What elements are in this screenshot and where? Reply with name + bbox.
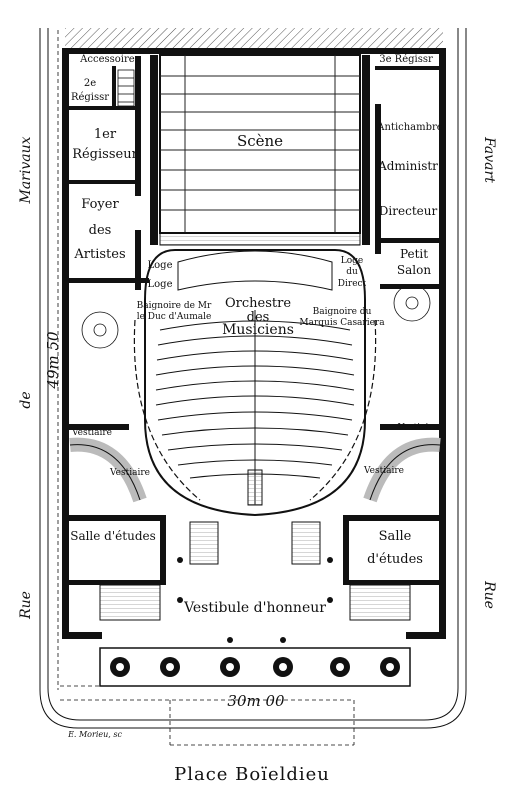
street-bottom: Place Boïeldieu bbox=[174, 764, 330, 785]
street-left-top: Marivaux bbox=[18, 136, 34, 204]
auditorium bbox=[133, 249, 377, 517]
room-vestiaire-left-2: Vestiaire bbox=[109, 468, 150, 478]
vestibule-area bbox=[99, 521, 411, 643]
engraver-credit: E. Morieu, sc bbox=[67, 730, 122, 739]
room-baignoire-duc-2: le Duc d'Aumale bbox=[137, 312, 212, 322]
room-vestibule: Vestibule d'honneur bbox=[183, 600, 326, 616]
room-antichambre: Antichambre bbox=[376, 122, 443, 133]
street-left-bottom: Rue bbox=[18, 591, 34, 620]
room-salle-etudes-right-2: d'études bbox=[367, 552, 423, 567]
street-right-top: Favart bbox=[481, 136, 497, 183]
stage bbox=[150, 54, 370, 246]
outer-walls bbox=[62, 48, 446, 639]
street-boundary bbox=[39, 28, 467, 729]
room-second-regisseur-2: Régissr bbox=[71, 92, 109, 103]
room-third-regisseur: 3e Régissr bbox=[379, 54, 433, 65]
room-salle-etudes-left: Salle d'études bbox=[70, 529, 156, 543]
room-loge-2: Loge bbox=[148, 279, 173, 290]
room-foyer-1: Foyer bbox=[81, 197, 119, 212]
dimension-depth: 49m 50 bbox=[44, 331, 62, 390]
dimension-lines bbox=[57, 30, 355, 746]
street-right-bottom: Rue bbox=[481, 580, 497, 609]
service-stairs bbox=[81, 69, 431, 349]
dimension-width: 30m 00 bbox=[227, 692, 285, 710]
room-foyer-2: des bbox=[89, 223, 112, 238]
room-baignoire-marquis-2: Marquis Casariera bbox=[299, 318, 385, 328]
room-first-regisseur-1: 1er bbox=[94, 127, 117, 142]
room-directeur: Directeur bbox=[379, 204, 438, 218]
right-wing-walls bbox=[343, 66, 440, 585]
room-foyer-3: Artistes bbox=[73, 247, 125, 262]
front-colonnade bbox=[99, 647, 411, 687]
grand-staircases bbox=[69, 437, 441, 503]
room-administr: Administr bbox=[377, 159, 438, 173]
room-loge-directeur-3: Direct bbox=[338, 279, 367, 289]
room-accessoires: Accessoires bbox=[79, 54, 140, 65]
left-wing-walls bbox=[69, 56, 166, 585]
room-orchestre-3: Musiciens bbox=[222, 322, 294, 338]
room-loge-directeur-2: du bbox=[346, 267, 358, 277]
room-orchestre-1: Orchestre bbox=[225, 296, 291, 311]
room-first-regisseur-2: Régisseur bbox=[72, 147, 138, 162]
room-petit-salon-1: Petit bbox=[400, 247, 428, 261]
room-orchestre-2: des bbox=[247, 310, 270, 325]
room-vestiaire-right-1: Vestiaire bbox=[397, 423, 438, 433]
room-scene: Scène bbox=[237, 132, 283, 150]
room-loge-directeur-1: Loge bbox=[341, 256, 363, 266]
room-second-regisseur-1: 2e bbox=[84, 78, 96, 89]
neighbour-hatch bbox=[65, 28, 443, 50]
room-vestiaire-left-1: Vestiaire bbox=[71, 428, 112, 438]
room-baignoire-duc-1: Baignoire de Mr bbox=[137, 301, 212, 311]
room-loge-1: Loge bbox=[148, 260, 173, 271]
room-salle-etudes-right-1: Salle bbox=[379, 529, 412, 544]
street-left-middle: de bbox=[18, 391, 34, 408]
room-baignoire-marquis-1: Baignoire du bbox=[313, 307, 372, 317]
room-vestiaire-right-2: Vestiaire bbox=[363, 466, 404, 476]
room-petit-salon-2: Salon bbox=[397, 263, 431, 277]
